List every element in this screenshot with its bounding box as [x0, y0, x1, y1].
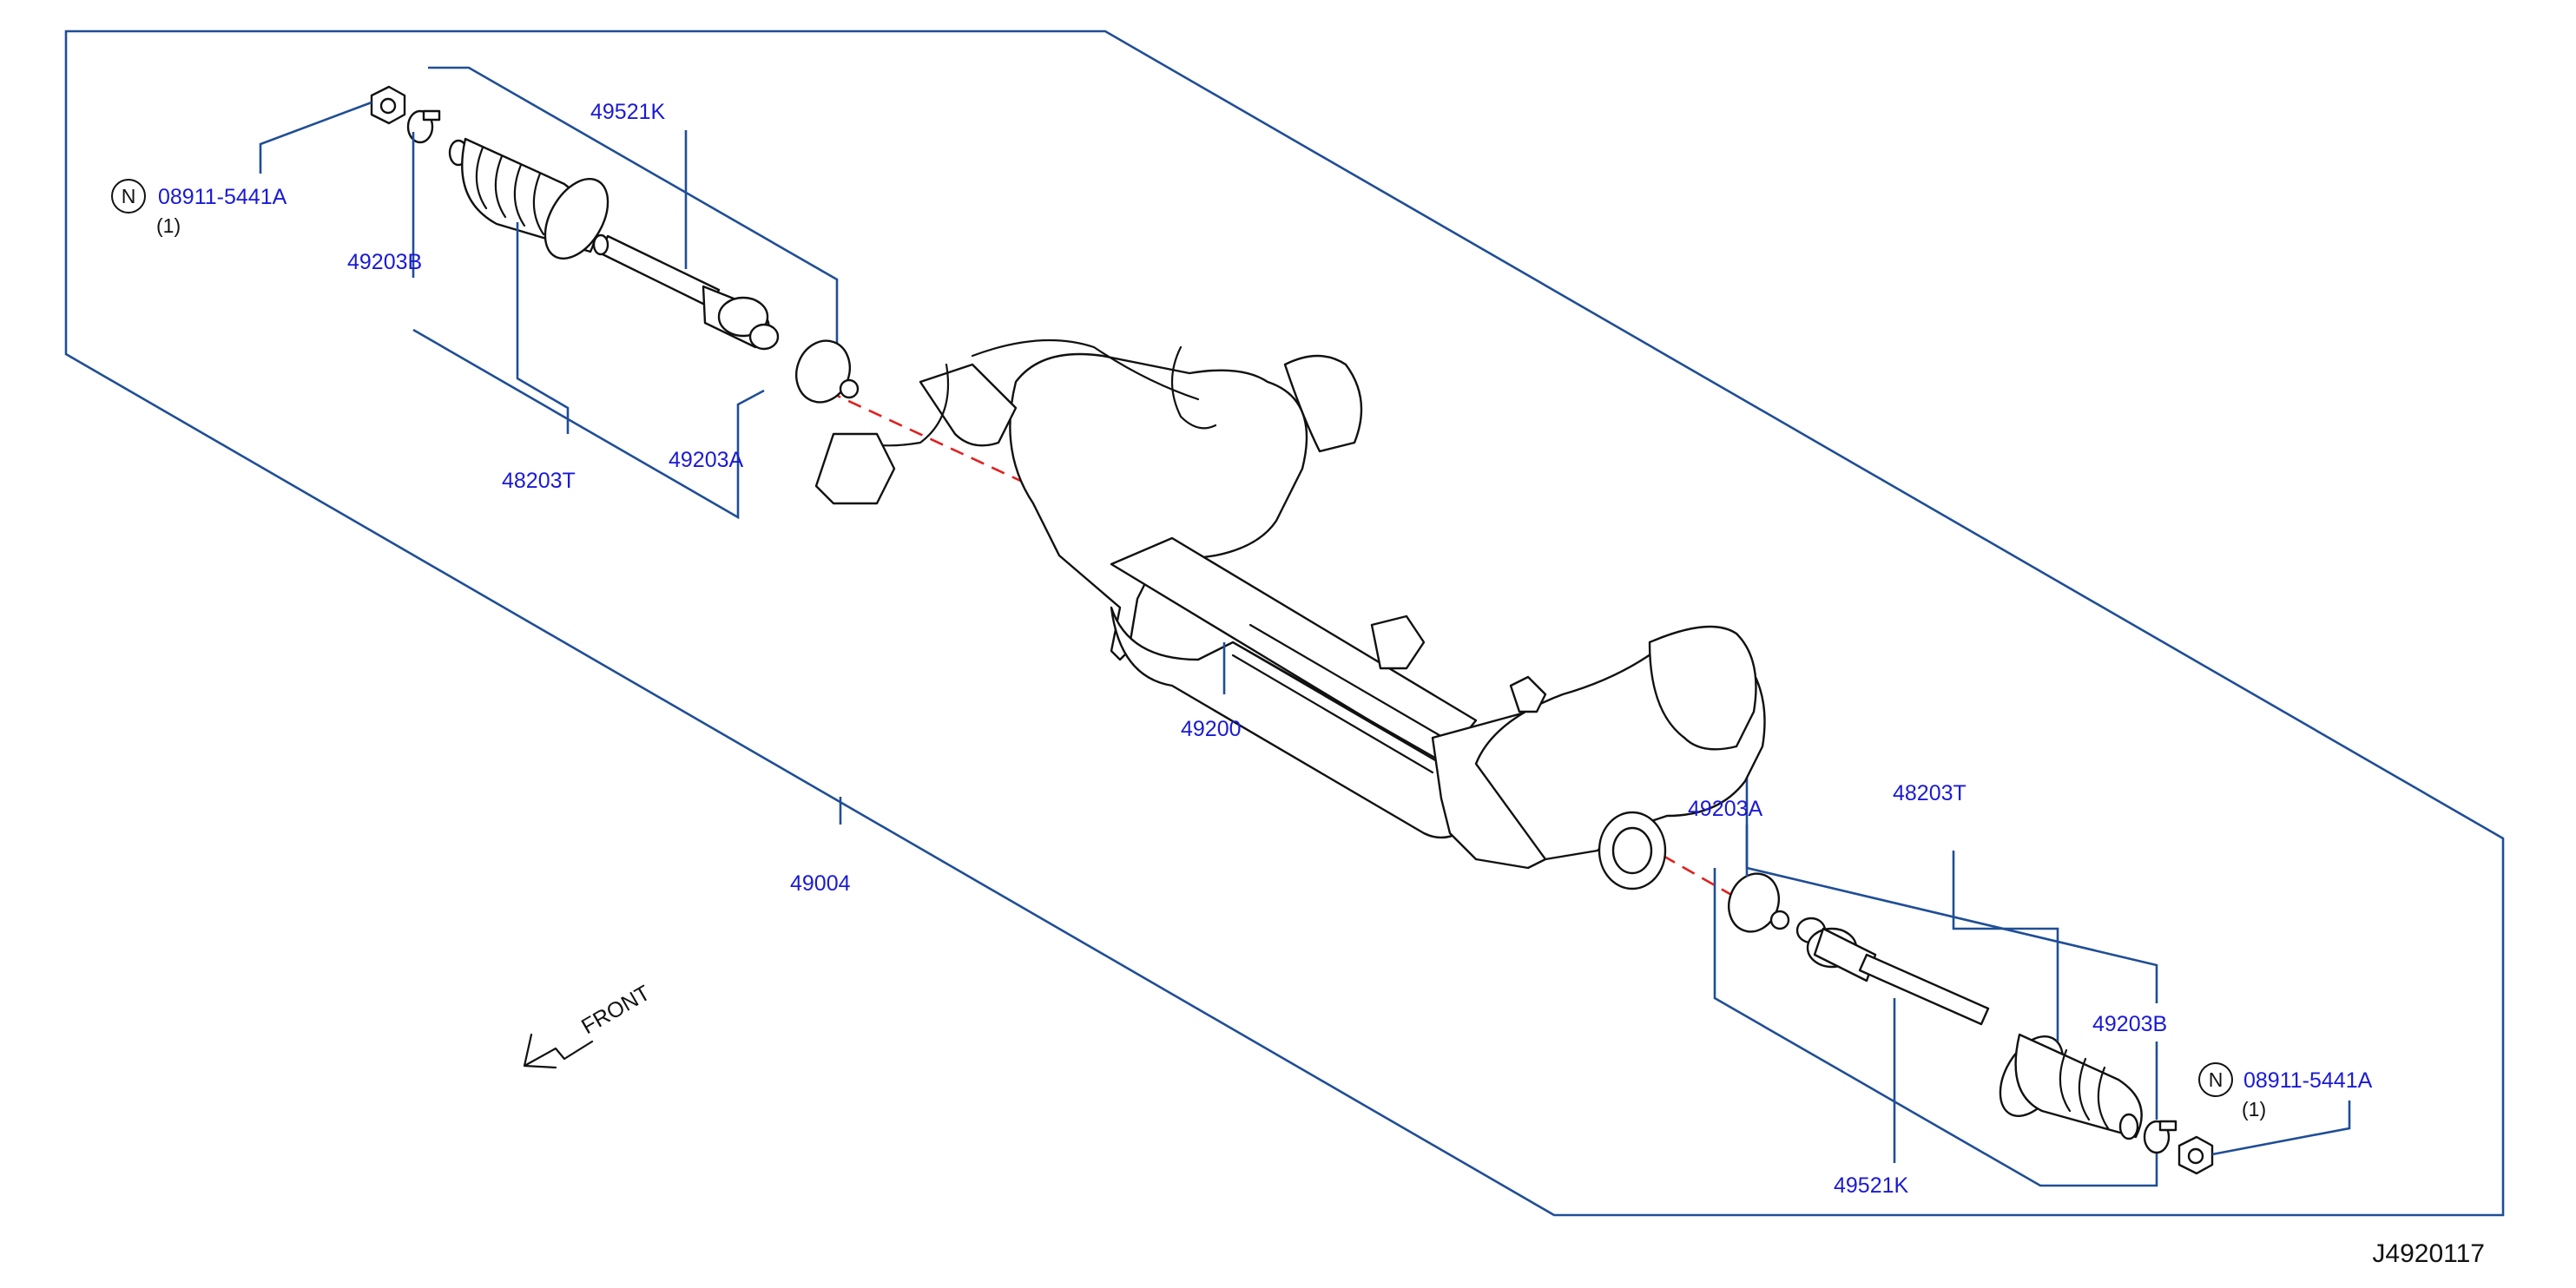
tl-tie-rod-part: [592, 233, 780, 351]
label-br-boot-kit: 48203T: [1893, 781, 1967, 805]
front-arrow-icon: [523, 1033, 594, 1069]
tl-subgroup-frame: [428, 66, 839, 344]
tl-boot-part: [448, 137, 609, 260]
leader-tl-nut: [259, 101, 372, 174]
label-tl-tie-rod: 49521K: [590, 100, 666, 124]
br-subgroup-frame: [1745, 739, 2158, 1003]
leader-br-boot: [1952, 851, 2059, 1042]
leader-br-nut: [2211, 1101, 2351, 1156]
label-tl-oring: 49203A: [669, 448, 744, 472]
tl-oring-part: [795, 339, 860, 404]
label-br-nut: 08911-5441A: [2243, 1068, 2373, 1093]
label-br-oring: 49203A: [1688, 797, 1763, 821]
tl-nut-part: [370, 85, 406, 125]
br-subgroup-frame-lower: [1713, 868, 2158, 1187]
label-tl-boot-clamp: 49203B: [347, 250, 422, 274]
br-boot-part: [1999, 1033, 2143, 1140]
label-br-tie-rod: 49521K: [1834, 1173, 1909, 1198]
nut-symbol-br: N: [2209, 1068, 2224, 1091]
gear-body-part: [814, 338, 1766, 890]
label-assembly: 49004: [790, 871, 851, 896]
front-indicator: FRONT: [523, 981, 655, 1069]
br-clamp-part: [2143, 1120, 2177, 1154]
label-br-nut-qty: (1): [2242, 1098, 2266, 1120]
front-label: FRONT: [577, 981, 655, 1039]
br-nut-callout: N 08911-5441A (1): [2198, 1062, 2373, 1120]
nut-symbol-tl: N: [122, 185, 136, 207]
label-tl-boot-kit: 48203T: [502, 469, 576, 493]
label-tl-nut: 08911-5441A: [158, 185, 287, 209]
label-br-boot-clamp: 49203B: [2092, 1012, 2167, 1036]
label-tl-nut-qty: (1): [156, 214, 181, 237]
br-nut-part: [2177, 1135, 2214, 1175]
br-tie-rod-part: [1795, 917, 1990, 1026]
leader-tl-boot: [516, 222, 570, 434]
drawing-reference: J4920117: [2372, 1239, 2485, 1268]
tl-nut-callout: N 08911-5441A (1): [111, 179, 287, 237]
assembly-frame: [64, 30, 2505, 1217]
br-oring-part: [1728, 872, 1790, 933]
tl-subgroup-frame-lower: [412, 328, 765, 520]
label-gear-body: 49200: [1181, 717, 1242, 741]
